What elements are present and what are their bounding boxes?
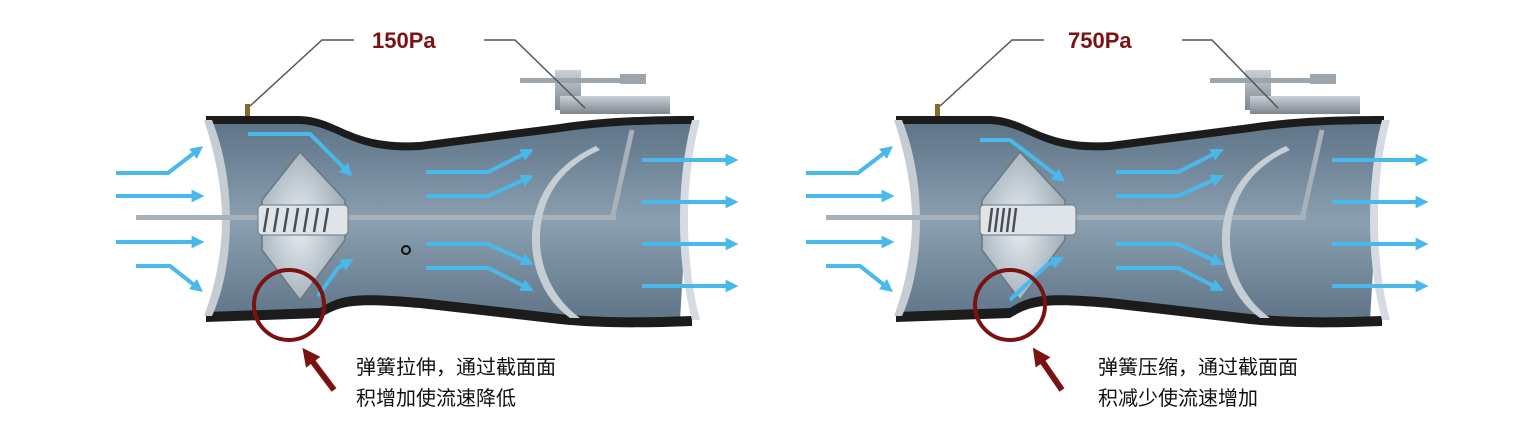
- right-duct-top-rim: [896, 116, 1384, 151]
- right-spring: [987, 207, 1018, 233]
- left-valve: [116, 39, 739, 392]
- right-sensor-pointer: [939, 39, 1044, 107]
- right-inlet-ring: [894, 120, 920, 316]
- left-duct-body: [212, 120, 692, 322]
- left-duct-top-rim: [206, 116, 694, 151]
- left-actuator: [520, 70, 670, 114]
- right-damper-blade: [1222, 146, 1290, 318]
- left-linkage: [609, 129, 635, 221]
- left-marker-dot: [401, 245, 411, 255]
- left-duct-bottom-rim: [206, 295, 692, 328]
- right-highlight-circle: [973, 268, 1047, 342]
- right-note: 弹簧压缩，通过截面面 积减少使流速增加: [1098, 352, 1298, 414]
- right-duct-body: [902, 120, 1382, 322]
- right-callout-arrow: [1032, 347, 1065, 392]
- left-callout-arrow: [302, 347, 337, 392]
- right-duct-bottom-rim: [896, 295, 1382, 328]
- right-valve: [806, 39, 1429, 392]
- left-highlight-circle: [252, 268, 326, 342]
- right-note-line2: 积减少使流速增加: [1098, 386, 1258, 410]
- right-sensor-tap: [935, 104, 940, 116]
- left-note: 弹簧拉伸，通过截面面 积增加使流速降低: [356, 352, 556, 414]
- left-inlet-ring: [204, 120, 230, 316]
- left-spring: [262, 207, 330, 233]
- right-pressure-label: 750Pa: [1068, 28, 1132, 53]
- right-outlet-ring: [1370, 120, 1390, 320]
- left-pressure-label: 150Pa: [372, 28, 436, 53]
- right-note-line1: 弹簧压缩，通过截面面: [1098, 355, 1298, 379]
- left-damper-blade: [532, 146, 600, 318]
- right-actuator-pointer: [1182, 39, 1279, 109]
- left-sensor-tap: [245, 104, 250, 116]
- left-note-line1: 弹簧拉伸，通过截面面: [356, 355, 556, 379]
- left-outlet-ring: [680, 120, 700, 320]
- left-sensor-pointer: [249, 39, 354, 107]
- right-flow-arrows: [806, 138, 1429, 302]
- left-shaft: [136, 215, 616, 220]
- left-note-line2: 积增加使流速降低: [356, 386, 516, 410]
- right-actuator: [1210, 70, 1360, 114]
- left-flow-arrows: [116, 132, 739, 298]
- right-linkage: [1299, 129, 1325, 221]
- left-actuator-pointer: [484, 39, 586, 109]
